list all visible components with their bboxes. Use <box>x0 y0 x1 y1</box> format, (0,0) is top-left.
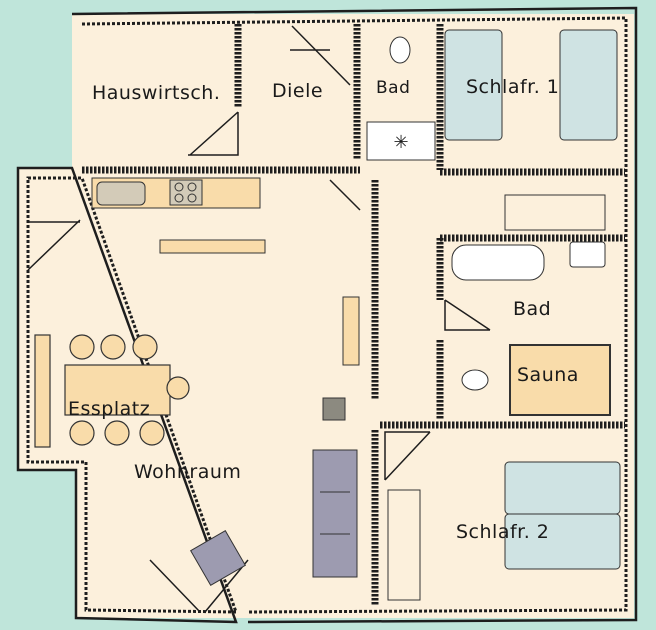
stove-icon <box>169 179 203 206</box>
kitchen-island <box>159 239 266 254</box>
sauna-cabin <box>509 344 611 416</box>
room-label-schlafr2: Schlafr. 2 <box>456 521 550 543</box>
interior-walls <box>82 24 625 606</box>
sink-icon <box>96 181 146 206</box>
outer-walls <box>16 6 638 624</box>
room-label-hauswirtschaft: Hauswirtsch. <box>92 82 221 104</box>
room-label-bad: Bad <box>376 78 411 98</box>
washbasin-icon <box>569 241 606 268</box>
svg-text:✳: ✳ <box>393 132 408 153</box>
room-label-diele: Diele <box>272 80 324 102</box>
doors <box>27 25 491 613</box>
stove-box <box>322 397 346 421</box>
bed <box>504 461 621 515</box>
room-label-bad: Bad <box>513 298 552 320</box>
toilet-icon <box>461 369 489 391</box>
wardrobe <box>504 194 606 231</box>
room-label-essplatz: Essplatz <box>68 398 151 420</box>
room-label-schlafr1: Schlafr. 1 <box>466 76 560 98</box>
toilet-icon <box>389 36 411 64</box>
armchair <box>189 529 247 587</box>
bed <box>559 29 618 141</box>
room-label-sauna: Sauna <box>517 364 579 386</box>
shelf <box>342 296 360 366</box>
bed <box>504 513 621 570</box>
dining-set <box>34 334 190 448</box>
sofa <box>312 449 358 578</box>
bathtub-icon <box>451 244 545 281</box>
bed <box>444 29 503 141</box>
shower-icon <box>366 121 436 161</box>
kitchen-counter <box>91 177 261 209</box>
room-label-wohnraum: Wohnraum <box>134 461 242 483</box>
wardrobe <box>387 489 421 601</box>
